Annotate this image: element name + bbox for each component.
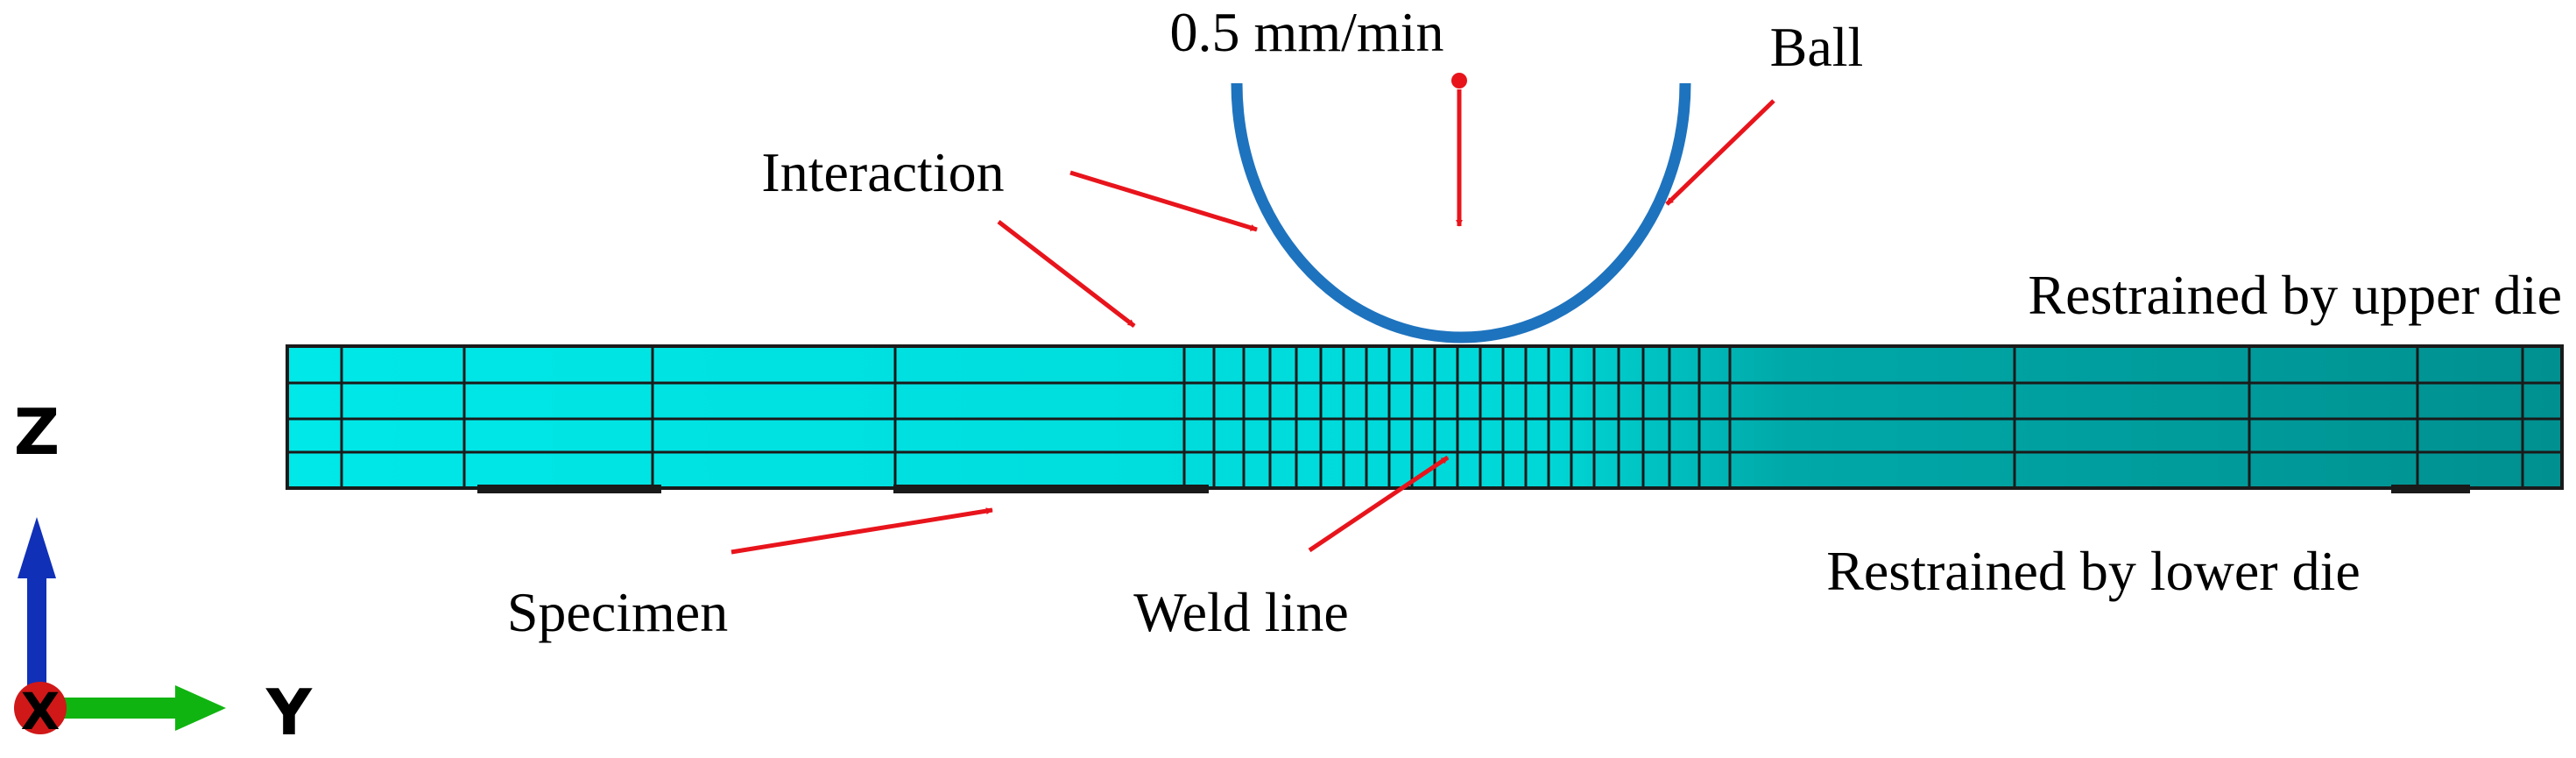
triad-y-label: Y	[265, 676, 313, 749]
specimen-label: Specimen	[507, 581, 728, 643]
coordinate-triad: X Z Y	[14, 395, 313, 749]
lower-die-contact-center	[893, 485, 1209, 493]
interaction-pointer-arrow-ball	[1069, 170, 1258, 232]
triad-y-arrowhead	[175, 685, 226, 731]
ball-label: Ball	[1770, 16, 1864, 78]
interaction-label: Interaction	[761, 141, 1004, 203]
lower-die-contact-left	[477, 485, 661, 493]
triad-z-label: Z	[14, 395, 60, 469]
weld-line-label: Weld line	[1133, 581, 1348, 643]
triad-y-shaft	[61, 698, 184, 719]
ball-pointer-arrow	[1665, 99, 1775, 206]
upper-die-label: Restrained by upper die	[2028, 264, 2562, 326]
specimen-body	[286, 344, 2564, 490]
lower-die-label: Restrained by lower die	[1826, 540, 2361, 602]
specimen-mesh	[286, 344, 2564, 493]
lower-die-contact-right	[2391, 485, 2470, 493]
ball-center-point	[1451, 73, 1467, 89]
triad-x-label: X	[21, 682, 60, 741]
triad-z-shaft	[27, 574, 46, 705]
speed-label: 0.5 mm/min	[1170, 1, 1444, 63]
weld-line-pointer-arrow	[1308, 455, 1450, 553]
specimen-pointer-arrow	[730, 507, 993, 555]
interaction-pointer-arrow-specimen	[997, 220, 1136, 328]
mesh-lines	[287, 346, 2562, 488]
ball-icon	[1231, 82, 1691, 344]
triad-x-marker	[14, 682, 67, 734]
triad-z-arrowhead	[18, 517, 56, 578]
